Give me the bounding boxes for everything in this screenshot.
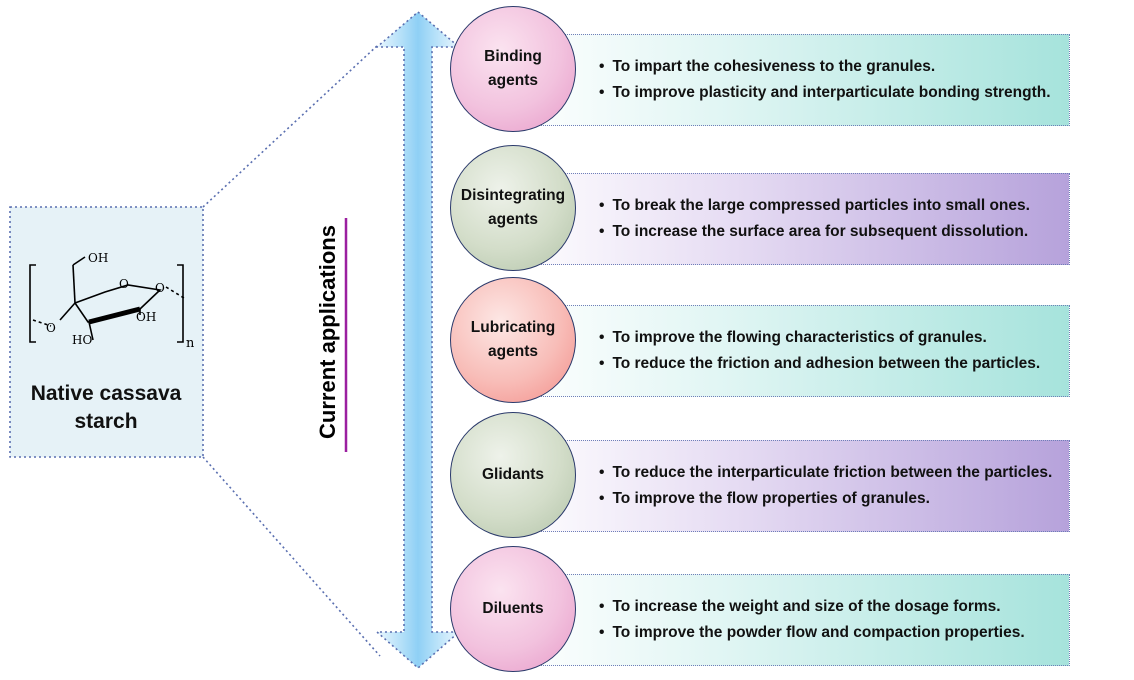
starch-name-line1: Native cassava — [30, 382, 182, 405]
label-o-left: O — [46, 321, 56, 335]
application-name-line2: agents — [488, 72, 538, 89]
connector-line-bottom — [202, 456, 381, 657]
bullet-item: To improve the flowing characteristics o… — [599, 325, 1040, 351]
bullet-list: To break the large compressed particles … — [511, 193, 1030, 245]
bullet-item: To increase the surface area for subsequ… — [599, 219, 1030, 245]
bullet-item: To improve the flow properties of granul… — [599, 486, 1052, 512]
double-arrow — [374, 10, 462, 670]
label-ho-bottom: HO — [72, 333, 92, 347]
glucose-structure — [29, 256, 185, 343]
starch-name-line2: starch — [74, 410, 138, 433]
application-box: To improve the flowing characteristics o… — [510, 305, 1070, 397]
bracket-right — [177, 264, 184, 343]
application-box: To break the large compressed particles … — [510, 173, 1070, 265]
application-circle: Disintegrating agents — [450, 145, 576, 271]
application-box: To reduce the interparticulate friction … — [510, 440, 1070, 532]
bracket-left — [29, 264, 36, 343]
application-diluents: To increase the weight and size of the d… — [450, 546, 1134, 676]
application-name-line1: Disintegrating — [460, 187, 566, 204]
application-circle: Binding agents — [450, 6, 576, 132]
bullet-item: To reduce the friction and adhesion betw… — [599, 351, 1040, 377]
application-disintegrating-agents: To break the large compressed particles … — [450, 145, 1134, 275]
label-subscript-n: n — [186, 336, 195, 351]
application-name-line1: Binding — [484, 48, 542, 65]
label-o-right: O — [155, 281, 165, 295]
application-name-line2: agents — [488, 343, 538, 360]
label-oh-top: OH — [88, 251, 108, 265]
application-name-line1: Glidants — [481, 466, 544, 483]
application-lubricating-agents: To improve the flowing characteristics o… — [450, 277, 1134, 407]
application-name-line1: Diluents — [482, 600, 544, 617]
bullet-item: To break the large compressed particles … — [599, 193, 1030, 219]
application-circle: Diluents — [450, 546, 576, 672]
application-circle: Lubricating agents — [450, 277, 576, 403]
application-name: Glidants — [458, 463, 568, 487]
bullet-item: To impart the cohesiveness to the granul… — [599, 54, 1051, 80]
application-name-line2: agents — [488, 211, 538, 228]
bullet-list: To reduce the interparticulate friction … — [511, 460, 1052, 512]
application-box: To increase the weight and size of the d… — [510, 574, 1070, 666]
application-circle: Glidants — [450, 412, 576, 538]
bullet-item: To improve the powder flow and compactio… — [599, 620, 1024, 646]
starch-box — [9, 206, 204, 458]
label-oh-right: OH — [136, 310, 156, 324]
application-name-line1: Lubricating — [470, 319, 556, 336]
bullet-list: To improve the flowing characteristics o… — [511, 325, 1040, 377]
application-binding-agents: To impart the cohesiveness to the granul… — [450, 6, 1134, 136]
application-name: Disintegrating agents — [458, 184, 568, 232]
application-name: Lubricating agents — [458, 316, 568, 364]
bullet-item: To improve plasticity and interparticula… — [599, 80, 1050, 106]
bullet-item: To increase the weight and size of the d… — [599, 594, 1025, 620]
axis-title-text: Current applications — [315, 225, 340, 439]
application-glidants: To reduce the interparticulate friction … — [450, 412, 1134, 542]
label-ring-o: O — [119, 277, 129, 291]
application-name: Diluents — [458, 597, 568, 621]
application-box: To impart the cohesiveness to the granul… — [510, 34, 1070, 126]
glucose-ring — [74, 284, 162, 323]
bullet-list: To impart the cohesiveness to the granul… — [511, 54, 1051, 106]
bullet-list: To increase the weight and size of the d… — [511, 594, 1025, 646]
bullet-item: To reduce the interparticulate friction … — [599, 460, 1052, 486]
starch-name: Native cassava starch — [12, 380, 200, 436]
application-name: Binding agents — [458, 45, 568, 93]
connector-line-top — [202, 44, 379, 208]
